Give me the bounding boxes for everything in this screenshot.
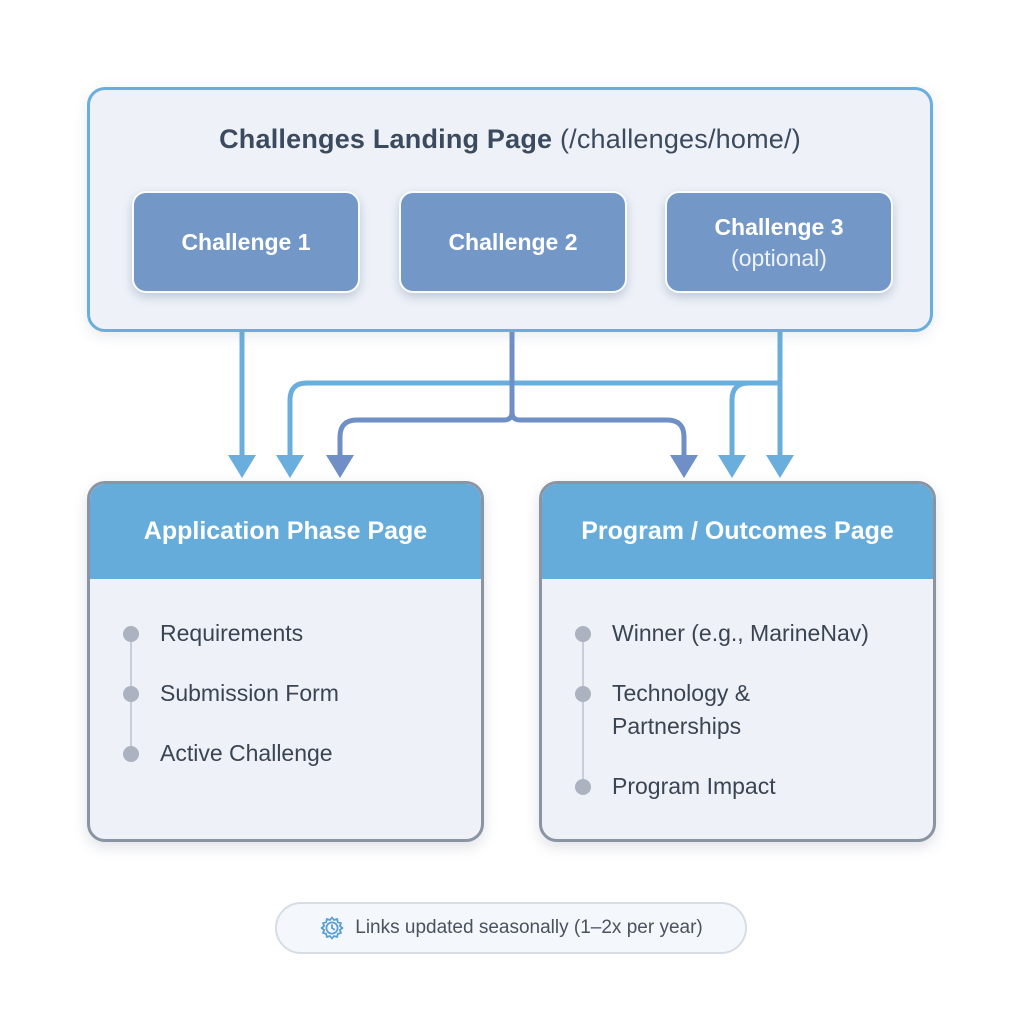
challenge-1-card[interactable]: Challenge 1 — [132, 191, 360, 293]
bullet-dot — [123, 626, 139, 642]
list-item-label: Active Challenge — [160, 740, 333, 766]
bullet-dot — [575, 686, 591, 702]
challenge-2-card[interactable]: Challenge 2 — [399, 191, 627, 293]
landing-path-text: (/challenges/home/) — [559, 124, 801, 154]
challenges-landing-page-box: Challenges Landing Page (/challenges/hom… — [87, 87, 933, 332]
arrow-challenge3-to-application — [276, 293, 783, 478]
landing-page-title: Challenges Landing Page (/challenges/hom… — [90, 124, 930, 155]
bullet-dot — [575, 626, 591, 642]
list-item-label: Submission Form — [160, 680, 339, 706]
challenge-3-optional-note: (optional) — [731, 245, 827, 271]
arrow-challenge3-to-program — [766, 383, 794, 478]
application-phase-page-box: Application Phase Page Requirements Subm… — [87, 481, 484, 842]
gear-clock-icon — [319, 915, 345, 941]
list-item-label: Requirements — [160, 620, 304, 646]
challenge-3-label: Challenge 3 — [714, 214, 844, 240]
list-item-label: Technology & Partnerships — [612, 680, 751, 739]
bullet-dot — [575, 779, 591, 795]
update-frequency-note: Links updated seasonally (1–2x per year) — [275, 902, 747, 954]
arrow-challenge2-to-program — [509, 411, 698, 478]
program-outcomes-header: Program / Outcomes Page — [542, 484, 933, 579]
list-item-label: Program Impact — [612, 773, 776, 799]
application-phase-header: Application Phase Page — [90, 484, 481, 579]
program-outcomes-page-box: Program / Outcomes Page Winner (e.g., Ma… — [539, 481, 936, 842]
landing-title-text: Challenges Landing Page — [219, 124, 553, 154]
challenge-3-card[interactable]: Challenge 3 (optional) — [665, 191, 893, 293]
bullet-connector-line — [582, 631, 584, 781]
challenge-1-label: Challenge 1 — [181, 229, 311, 255]
challenge-2-label: Challenge 2 — [448, 229, 578, 255]
list-item-label: Winner (e.g., MarineNav) — [612, 620, 869, 646]
arrow-challenge3-branch-to-program — [718, 380, 780, 478]
bullet-dot — [123, 746, 139, 762]
update-frequency-text: Links updated seasonally (1–2x per year) — [355, 917, 703, 938]
bullet-dot — [123, 686, 139, 702]
